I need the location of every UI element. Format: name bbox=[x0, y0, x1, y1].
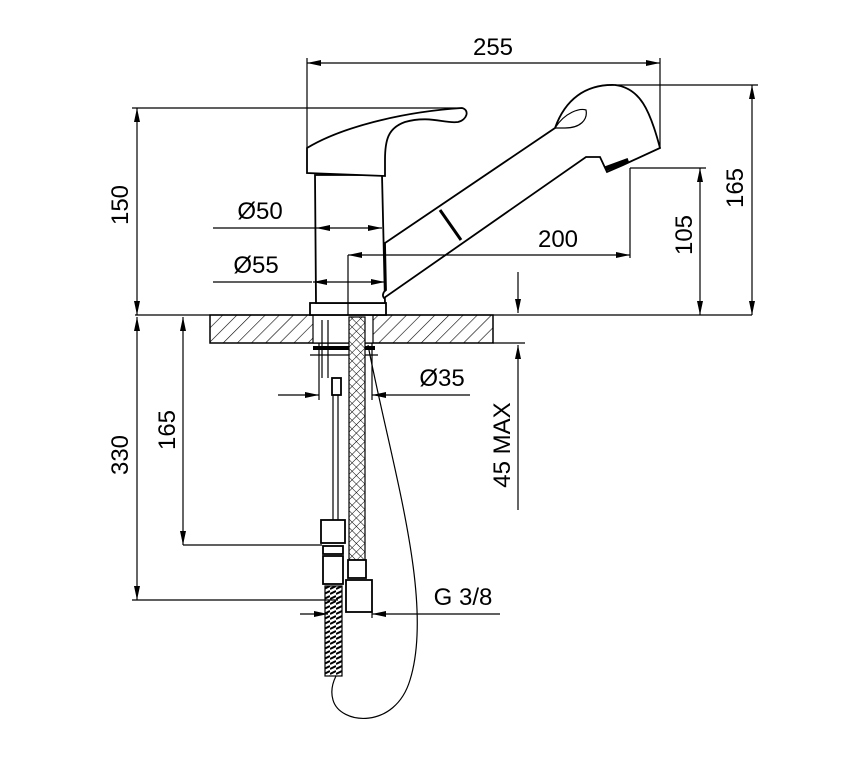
faucet bbox=[306, 84, 662, 316]
dim-105: 105 bbox=[671, 215, 698, 255]
spout-ring bbox=[438, 209, 463, 241]
dim-165-right: 165 bbox=[722, 168, 749, 208]
spray-hose-loop bbox=[331, 344, 418, 719]
dim-150: 150 bbox=[107, 185, 134, 225]
mounting-washer bbox=[313, 346, 375, 350]
faucet-body bbox=[314, 174, 386, 304]
dim-diameter-55: Ø55 bbox=[233, 252, 278, 279]
dim-330: 330 bbox=[107, 435, 134, 475]
dim-45-max: 45 MAX bbox=[489, 402, 516, 487]
corrugated-hose bbox=[324, 585, 343, 677]
dim-g-3-8: G 3/8 bbox=[434, 584, 493, 611]
lever-handle bbox=[306, 107, 468, 177]
braided-hose bbox=[348, 316, 366, 561]
hose-connector bbox=[345, 579, 373, 613]
dim-diameter-35: Ø35 bbox=[419, 365, 464, 392]
dim-diameter-50: Ø50 bbox=[237, 198, 282, 225]
pull-out-spout bbox=[382, 84, 662, 300]
dimension-lines bbox=[132, 58, 758, 618]
hoses bbox=[320, 316, 418, 719]
dim-200: 200 bbox=[538, 226, 578, 253]
dim-255: 255 bbox=[473, 34, 513, 61]
hose-nut bbox=[320, 519, 346, 544]
spray-face bbox=[605, 158, 630, 171]
dim-165-left: 165 bbox=[154, 410, 181, 450]
